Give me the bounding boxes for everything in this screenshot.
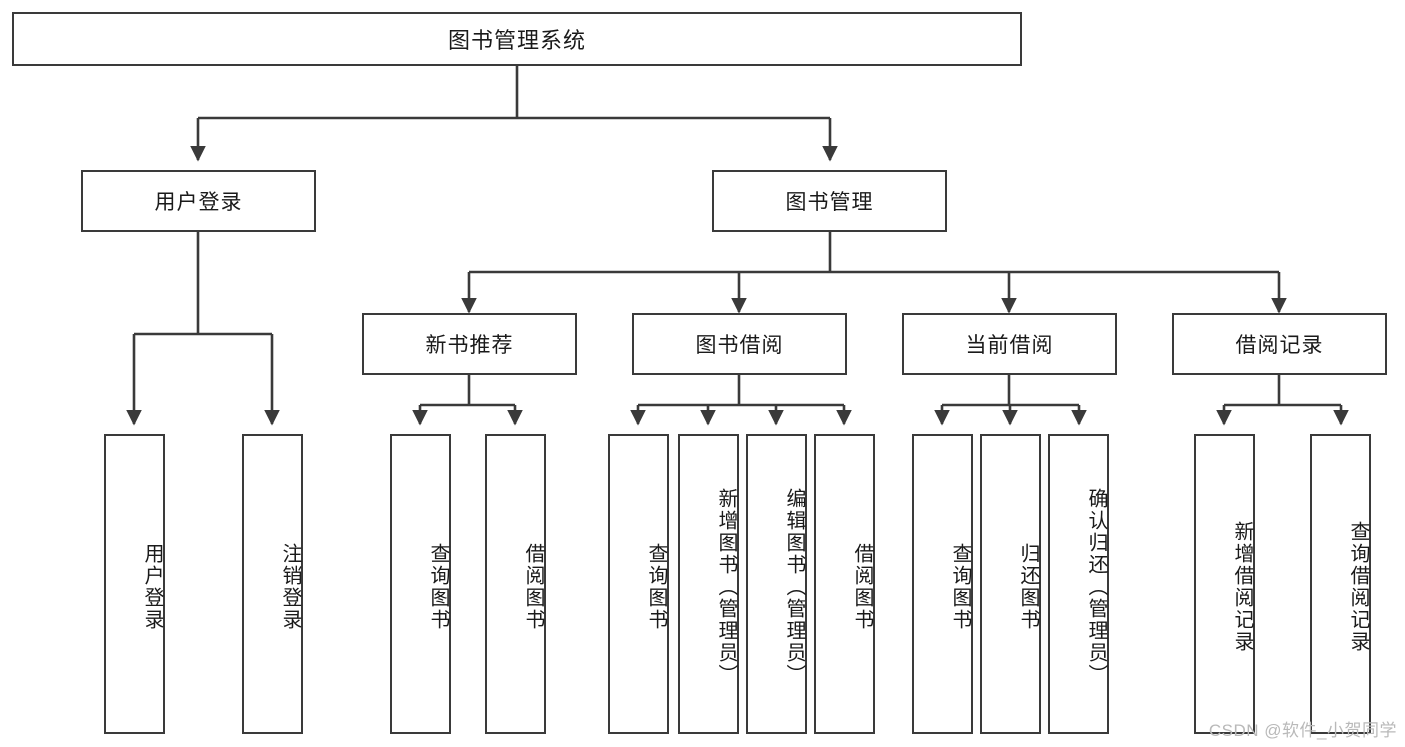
leaf-label: 编辑图书（管理员） <box>783 488 805 686</box>
leaf-current-borrow-return[interactable]: 归还图书 <box>980 434 1041 734</box>
node-borrow-record[interactable]: 借阅记录 <box>1172 313 1387 375</box>
node-current-borrow[interactable]: 当前借阅 <box>902 313 1117 375</box>
node-book-management-label: 图书管理 <box>785 191 874 214</box>
node-book-management[interactable]: 图书管理 <box>712 170 947 232</box>
node-user-login[interactable]: 用户登录 <box>81 170 316 232</box>
leaf-label: 借阅图书 <box>522 543 544 631</box>
leaf-current-borrow-query[interactable]: 查询图书 <box>912 434 973 734</box>
node-book-borrow[interactable]: 图书借阅 <box>632 313 847 375</box>
leaf-label: 确认归还（管理员） <box>1085 488 1107 686</box>
leaf-current-borrow-confirm-return[interactable]: 确认归还（管理员） <box>1048 434 1109 734</box>
watermark: CSDN @软件_小贺同学 <box>1208 721 1397 740</box>
leaf-label: 查询图书 <box>949 543 971 631</box>
leaf-label: 查询借阅记录 <box>1347 521 1369 653</box>
node-root-label: 图书管理系统 <box>447 28 586 53</box>
node-user-login-label: 用户登录 <box>154 191 243 214</box>
leaf-book-borrow-borrow[interactable]: 借阅图书 <box>814 434 875 734</box>
leaf-label: 新增借阅记录 <box>1231 521 1253 653</box>
leaf-user-login-login[interactable]: 用户登录 <box>104 434 165 734</box>
leaf-book-borrow-add[interactable]: 新增图书（管理员） <box>678 434 739 734</box>
node-new-book-recommend[interactable]: 新书推荐 <box>362 313 577 375</box>
leaf-book-borrow-query[interactable]: 查询图书 <box>608 434 669 734</box>
leaf-book-borrow-edit[interactable]: 编辑图书（管理员） <box>746 434 807 734</box>
node-book-borrow-label: 图书借阅 <box>695 334 784 357</box>
node-borrow-record-label: 借阅记录 <box>1235 334 1324 357</box>
leaf-borrow-record-add[interactable]: 新增借阅记录 <box>1194 434 1255 734</box>
leaf-label: 查询图书 <box>645 543 667 631</box>
node-root-system[interactable]: 图书管理系统 <box>12 12 1022 66</box>
node-new-book-recommend-label: 新书推荐 <box>425 334 514 357</box>
leaf-borrow-record-query[interactable]: 查询借阅记录 <box>1310 434 1371 734</box>
node-current-borrow-label: 当前借阅 <box>965 334 1054 357</box>
leaf-label: 查询图书 <box>427 543 449 631</box>
leaf-new-book-query[interactable]: 查询图书 <box>390 434 451 734</box>
leaf-label: 注销登录 <box>279 543 301 631</box>
leaf-label: 借阅图书 <box>851 543 873 631</box>
leaf-label: 新增图书（管理员） <box>715 488 737 686</box>
leaf-label: 用户登录 <box>141 543 163 631</box>
leaf-label: 归还图书 <box>1017 543 1039 631</box>
leaf-new-book-borrow[interactable]: 借阅图书 <box>485 434 546 734</box>
leaf-user-login-logout[interactable]: 注销登录 <box>242 434 303 734</box>
